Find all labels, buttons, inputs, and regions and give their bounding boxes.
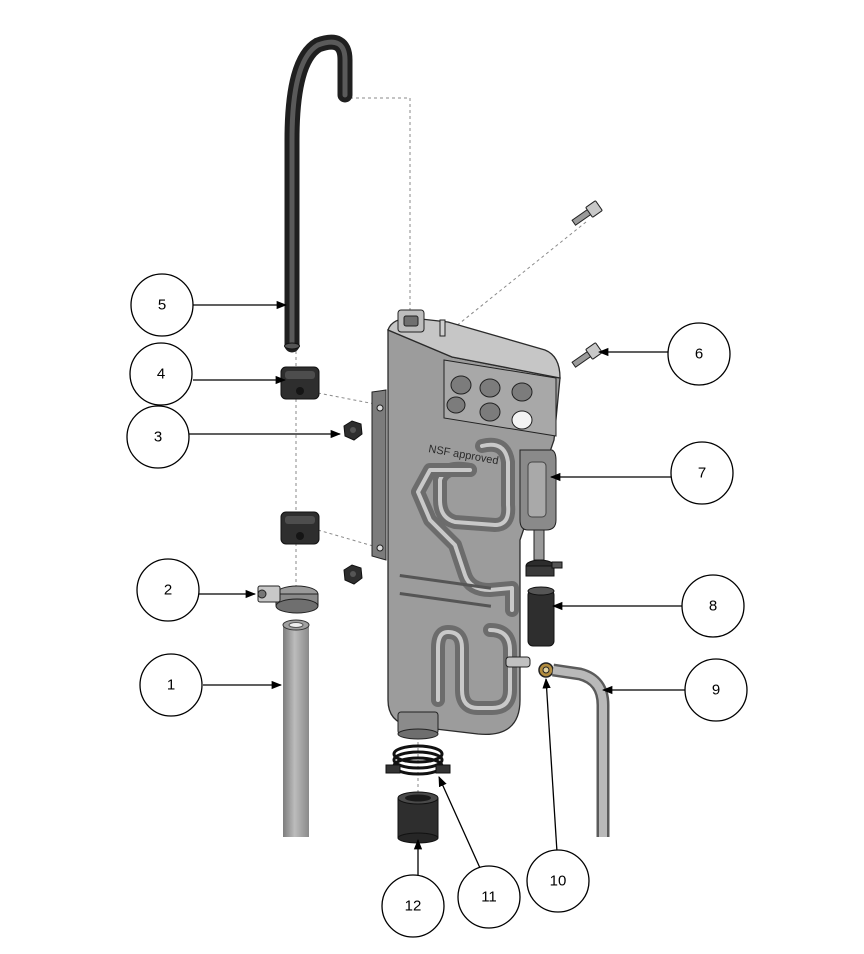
callout-1-label: 1	[167, 677, 175, 694]
callout-8: 8	[681, 574, 745, 638]
callout-2: 2	[136, 558, 200, 622]
callout-9: 9	[684, 658, 748, 722]
callout-4: 4	[129, 342, 193, 406]
callout-2-label: 2	[164, 582, 172, 599]
check-valve-fitting	[525, 529, 563, 647]
embossed-code-lines	[399, 574, 492, 608]
callout-12-label: 12	[405, 898, 422, 915]
callout-1: 1	[139, 653, 203, 717]
hose-clamp-tiny	[538, 662, 554, 678]
callout-5: 5	[130, 273, 194, 337]
mounting-screw-upper	[571, 200, 603, 226]
callout-9-label: 9	[712, 682, 720, 699]
callout-3-label: 3	[154, 429, 162, 446]
callout-4-label: 4	[157, 366, 165, 383]
callout-7-label: 7	[698, 465, 706, 482]
inlet-holes	[446, 375, 533, 430]
nut-lower	[343, 564, 363, 585]
drain-coupling	[397, 791, 439, 844]
callouts: 5 4 3 2 1 6 7 8	[126, 273, 748, 938]
callout-7: 7	[670, 441, 734, 505]
callout-11: 11	[457, 865, 521, 929]
drain-tube-grey	[282, 619, 310, 837]
callout-5-label: 5	[158, 297, 166, 314]
callout-8-label: 8	[709, 598, 717, 615]
mounting-clip-upper	[280, 366, 320, 400]
leader-lines	[189, 300, 685, 875]
nut-upper	[343, 420, 363, 441]
callout-10-label: 10	[550, 873, 567, 890]
vent-tube-j	[284, 34, 353, 353]
hose-clamp-large	[385, 744, 451, 776]
callout-12: 12	[381, 874, 445, 938]
callout-11-label: 11	[481, 889, 497, 906]
mounting-clip-lower	[280, 511, 320, 545]
trap-housing: NSF approved	[371, 309, 561, 740]
side-drain-tube	[552, 663, 610, 837]
callout-6-label: 6	[695, 346, 703, 363]
callout-10: 10	[526, 849, 590, 913]
hose-clamp-small	[257, 585, 319, 614]
callout-3: 3	[126, 405, 190, 469]
mounting-screw-lower	[571, 342, 603, 368]
callout-6: 6	[667, 322, 731, 386]
